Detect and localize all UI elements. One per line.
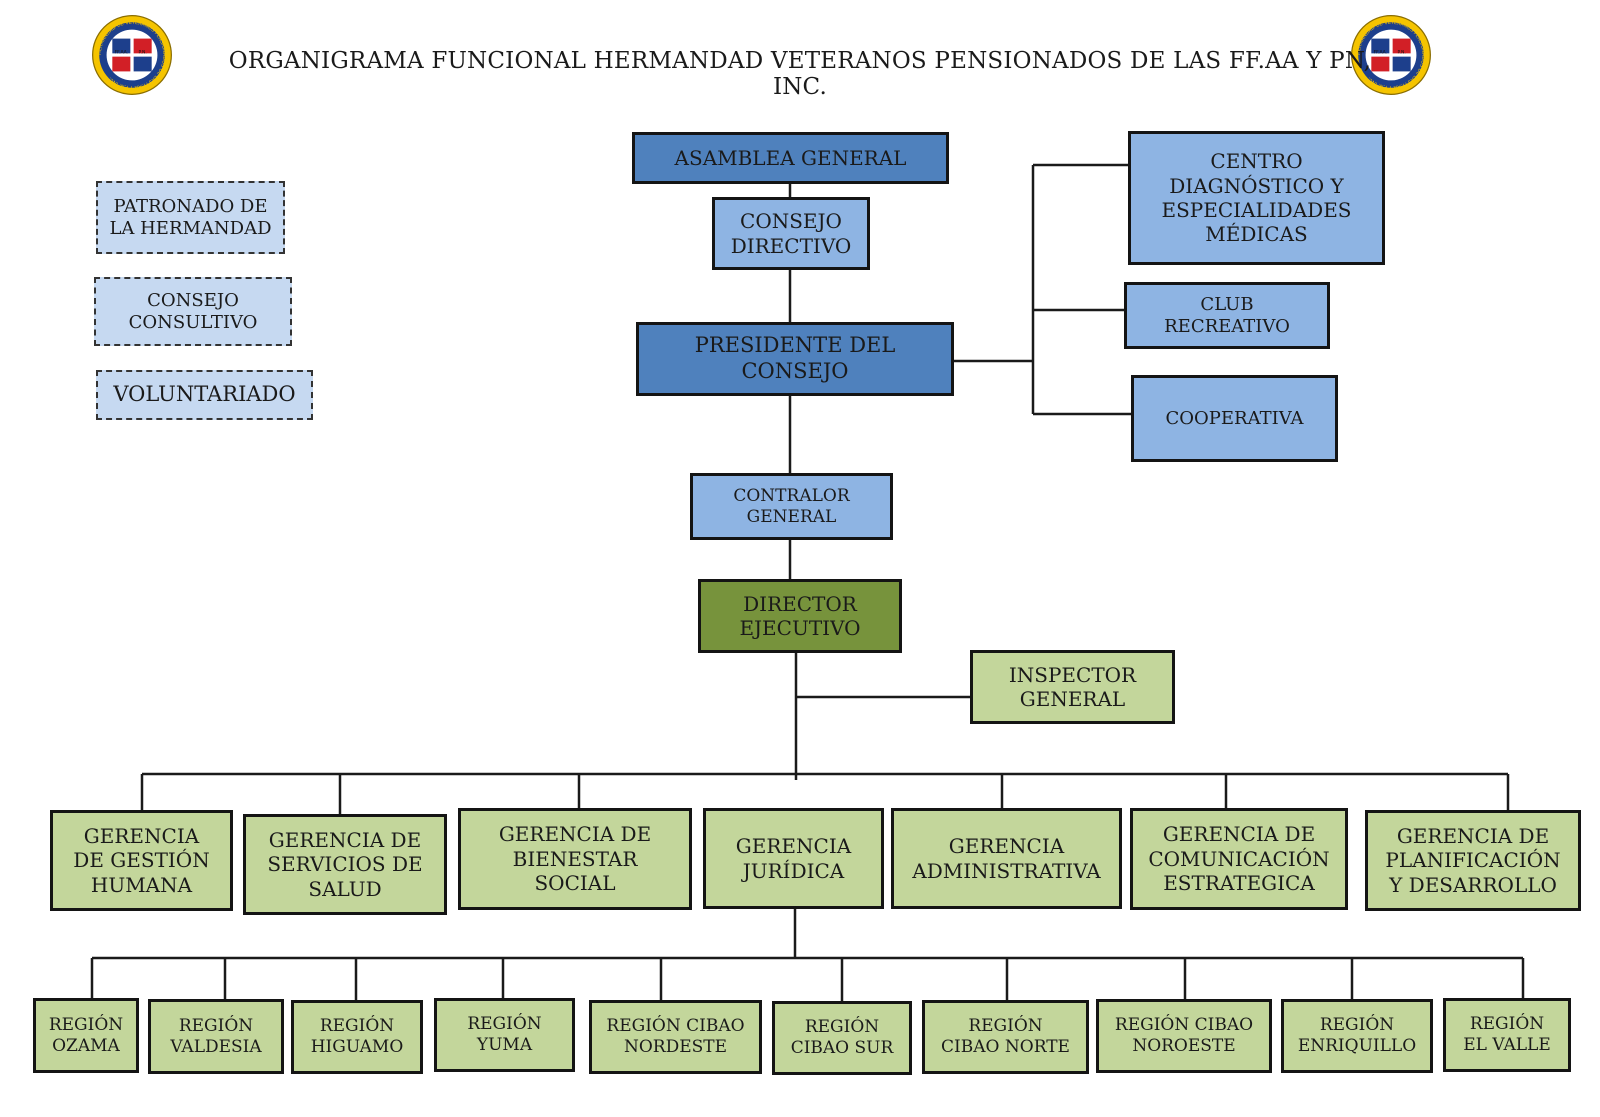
svg-text:P.N.: P.N. <box>1398 49 1406 55</box>
veterans-seal-logo-left: HERMANDAD DE VETERANOS PENSIONADOS DE LA… <box>92 15 172 95</box>
chart-title: ORGANIGRAMA FUNCIONAL HERMANDAD VETERANO… <box>228 48 1372 100</box>
asamblea-general-box: ASAMBLEA GENERAL <box>632 132 949 184</box>
voluntariado-box: VOLUNTARIADO <box>96 370 313 420</box>
svg-text:FF.AA.: FF.AA. <box>1374 49 1388 55</box>
cooperativa-box: COOPERATIVA <box>1131 375 1338 462</box>
svg-text:P.N.: P.N. <box>139 49 147 55</box>
svg-text:FF.AA.: FF.AA. <box>115 49 129 55</box>
veterans-seal-logo-right: HERMANDAD DE VETERANOS PENSIONADOS DE LA… <box>1351 15 1431 95</box>
